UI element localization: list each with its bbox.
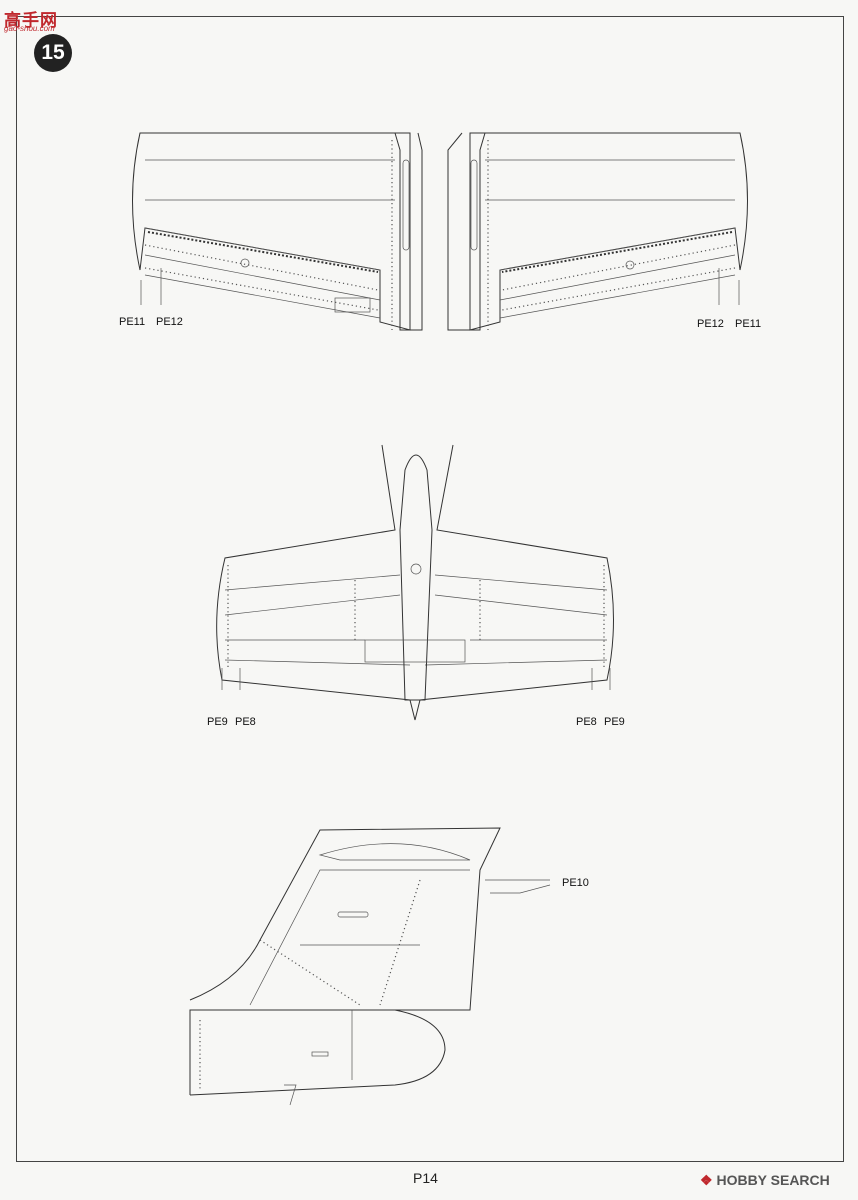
tailplane-drawing [216, 444, 614, 721]
label-pe8-left: PE8 [235, 716, 256, 728]
site-logo: 高手网 gao-shou.com [4, 6, 68, 33]
hobby-search-logo-icon: ❖ [700, 1172, 713, 1188]
watermark: ❖ HOBBY SEARCH [700, 1172, 830, 1189]
label-pe11-right: PE11 [735, 318, 762, 330]
label-pe10: PE10 [562, 877, 589, 889]
page-number: P14 [413, 1170, 438, 1186]
label-pe12-left: PE12 [156, 316, 183, 328]
label-pe11-left: PE11 [119, 316, 146, 328]
watermark-text: HOBBY SEARCH [716, 1172, 830, 1188]
left-wing-drawing [132, 132, 423, 331]
page-frame [16, 16, 844, 1162]
step-number: 15 [34, 34, 72, 72]
label-pe9-left: PE9 [207, 716, 228, 728]
label-pe8-right: PE8 [576, 716, 597, 728]
logo-brand: 高手网 [4, 11, 58, 31]
label-pe9-right: PE9 [604, 716, 625, 728]
fin-drawing [189, 827, 551, 1106]
label-pe12-right: PE12 [697, 318, 724, 330]
right-wing-drawing [447, 132, 748, 331]
logo-site: gao-shou.com [4, 24, 55, 33]
